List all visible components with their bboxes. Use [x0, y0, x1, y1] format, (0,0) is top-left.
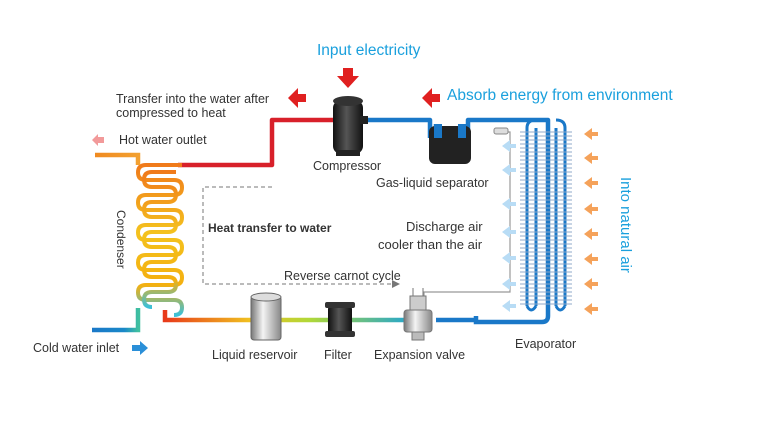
gas-liquid-separator: [429, 124, 471, 164]
hot-water-outlet-arrow: [92, 134, 104, 146]
input-electricity-arrow: [337, 68, 359, 88]
incoming-air-arrow: [584, 177, 598, 189]
hot-water-outlet-pipe: [95, 152, 141, 165]
discharge-air-line1: Discharge air: [406, 219, 483, 234]
reverse-cycle-label: Reverse carnot cycle: [284, 269, 401, 283]
compressor: [333, 96, 368, 156]
discharge-air-arrow: [502, 300, 516, 312]
liquid-reservoir-label: Liquid reservoir: [212, 348, 298, 362]
discharge-air-arrow: [502, 226, 516, 238]
condenser-label: Condenser: [114, 210, 128, 269]
incoming-air-arrows: [584, 128, 598, 315]
discharge-air-arrow: [502, 164, 516, 176]
filter-label: Filter: [324, 348, 352, 362]
transfer-arrow: [288, 88, 306, 108]
incoming-air-arrow: [584, 253, 598, 265]
liquid-reservoir: [250, 292, 282, 341]
input-electricity-title: Input electricity: [317, 42, 421, 59]
hot-water-outlet-label: Hot water outlet: [119, 133, 207, 147]
expansion-valve: [403, 288, 433, 341]
expansion-valve-label: Expansion valve: [374, 348, 466, 362]
into-natural-air-label: Into natural air: [617, 177, 634, 273]
cold-water-inlet-arrow: [132, 341, 148, 355]
liquid-line: [162, 310, 406, 323]
compressor-label: Compressor: [313, 159, 382, 173]
condenser-coil: [135, 163, 185, 317]
red-arrows: [288, 68, 440, 108]
discharge-air-line2: cooler than the air: [378, 237, 483, 252]
separator-label: Gas-liquid separator: [376, 176, 489, 190]
reverse-cycle-loop: [202, 186, 392, 285]
cold-water-inlet-label: Cold water inlet: [33, 341, 120, 355]
absorb-arrow: [422, 88, 440, 108]
evaporator-coil: [473, 118, 572, 325]
discharge-air-arrow: [502, 278, 516, 290]
discharge-air-arrow: [502, 252, 516, 264]
absorb-energy-label: Absorb energy from environment: [447, 87, 673, 104]
incoming-air-arrow: [584, 128, 598, 140]
incoming-air-arrow: [584, 152, 598, 164]
discharge-air-arrow: [502, 198, 516, 210]
filter: [325, 302, 355, 337]
incoming-air-arrow: [584, 303, 598, 315]
heat-transfer-label: Heat transfer to water: [208, 221, 332, 235]
transfer-label-line2: compressed to heat: [116, 106, 226, 120]
incoming-air-arrow: [584, 203, 598, 215]
cold-water-inlet-pipe: [92, 308, 141, 333]
evaporator-label: Evaporator: [515, 337, 577, 351]
transfer-label-line1: Transfer into the water after: [116, 92, 270, 106]
incoming-air-arrow: [584, 278, 598, 290]
hot-discharge-pipe: [178, 117, 340, 168]
incoming-air-arrow: [584, 228, 598, 240]
discharge-air-arrows: [502, 140, 516, 312]
discharge-air-arrow: [502, 140, 516, 152]
